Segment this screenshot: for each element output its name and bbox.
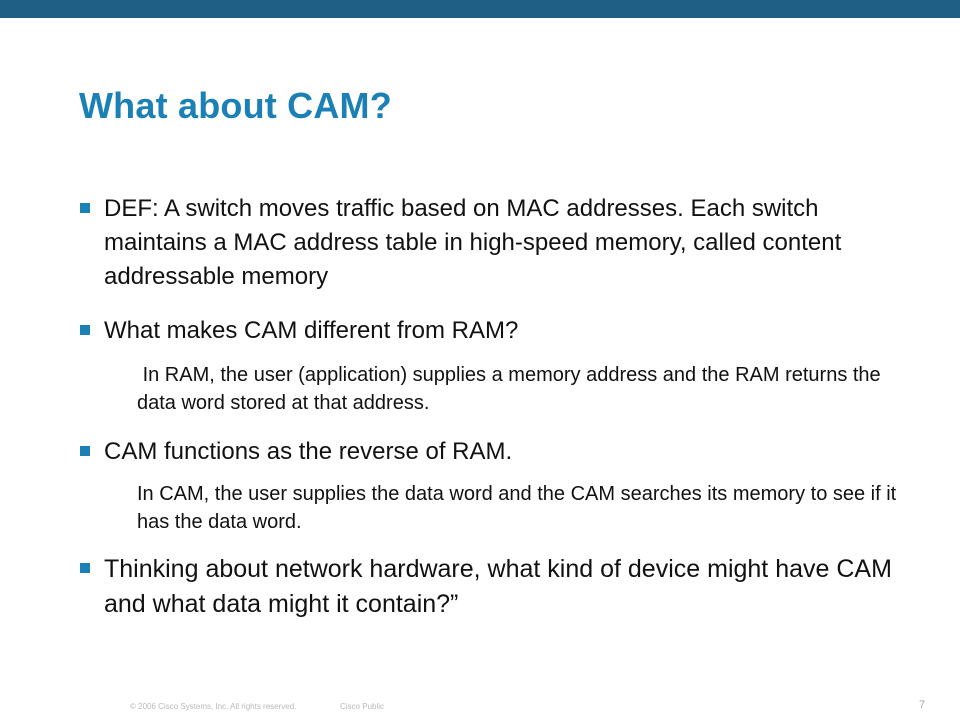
sub-bullet-ram: In RAM, the user (application) supplies … — [137, 364, 887, 414]
bullet-text: Thinking about network hardware, what ki… — [104, 555, 892, 618]
square-bullet-icon — [80, 325, 90, 335]
page-number: 7 — [919, 699, 926, 711]
bullet-text: What makes CAM different from RAM? — [104, 317, 519, 344]
bullet-cam-vs-ram: What makes CAM different from RAM? — [79, 314, 899, 348]
square-bullet-icon — [80, 446, 90, 456]
bullet-cam-reverse: CAM functions as the reverse of RAM. — [79, 435, 899, 469]
square-bullet-icon — [80, 203, 90, 213]
top-banner — [0, 0, 960, 18]
square-bullet-icon — [80, 563, 90, 573]
footer-classification: Cisco Public — [340, 702, 385, 711]
bullet-network-hardware: Thinking about network hardware, what ki… — [79, 552, 899, 622]
footer-copyright: © 2006 Cisco Systems, Inc. All rights re… — [130, 702, 297, 711]
bullet-text: DEF: A switch moves traffic based on MAC… — [104, 195, 842, 290]
bullet-text: CAM functions as the reverse of RAM. — [104, 438, 513, 465]
slide-body: DEF: A switch moves traffic based on MAC… — [79, 192, 899, 622]
slide-title: What about CAM? — [79, 85, 392, 126]
bullet-definition: DEF: A switch moves traffic based on MAC… — [79, 192, 899, 294]
sub-bullet-cam: In CAM, the user supplies the data word … — [137, 483, 897, 533]
